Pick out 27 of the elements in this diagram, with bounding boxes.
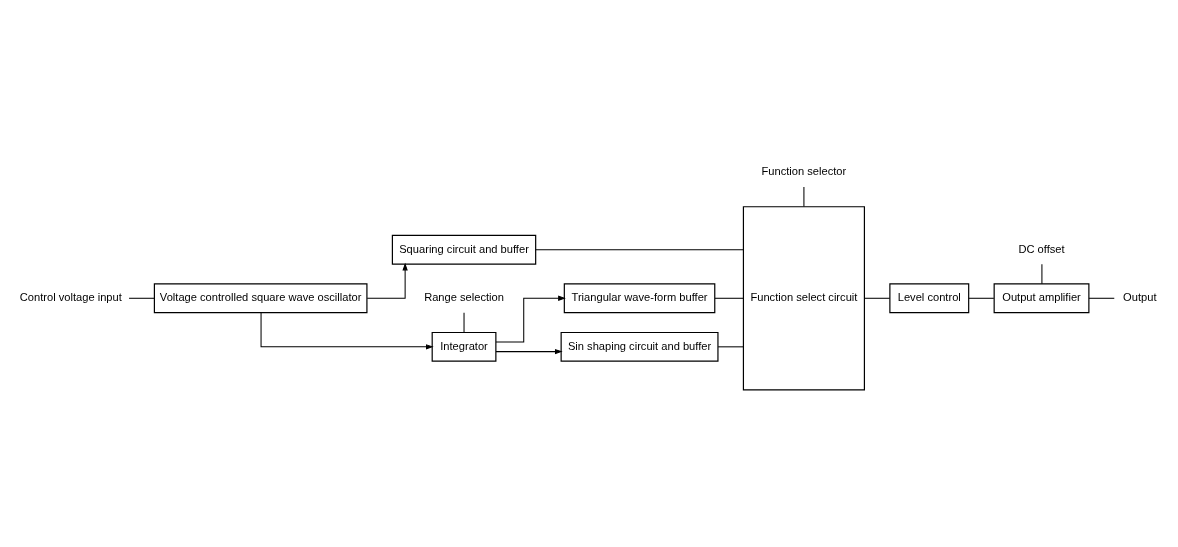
node-box: Voltage controlled square wave oscillator — [153, 282, 368, 313]
connector — [128, 297, 155, 299]
node-text: Output — [1123, 290, 1157, 303]
connector — [864, 297, 891, 299]
node-box: Squaring circuit and buffer — [391, 234, 537, 265]
node-text: Function selector — [761, 164, 847, 177]
connector — [717, 345, 744, 347]
arrow — [495, 295, 566, 343]
node-box: Function select circuit — [742, 205, 865, 390]
connector — [1088, 297, 1115, 299]
connector — [1041, 263, 1043, 284]
node-text: Range selection — [424, 290, 504, 303]
arrow — [495, 348, 563, 354]
connector — [968, 297, 995, 299]
node-text: Control voltage input — [19, 290, 122, 303]
node-box: Level control — [889, 282, 970, 313]
node-box: Triangular wave-form buffer — [563, 282, 716, 313]
connector — [714, 297, 744, 299]
connector — [803, 185, 805, 207]
node-box: Integrator — [431, 331, 497, 362]
node-text: DC offset — [1018, 242, 1065, 255]
connector — [535, 248, 744, 250]
arrow — [366, 262, 408, 299]
node-box: Sin shaping circuit and buffer — [560, 331, 719, 362]
arrow — [260, 311, 434, 349]
connector — [463, 311, 465, 333]
node-box: Output amplifier — [993, 282, 1090, 313]
